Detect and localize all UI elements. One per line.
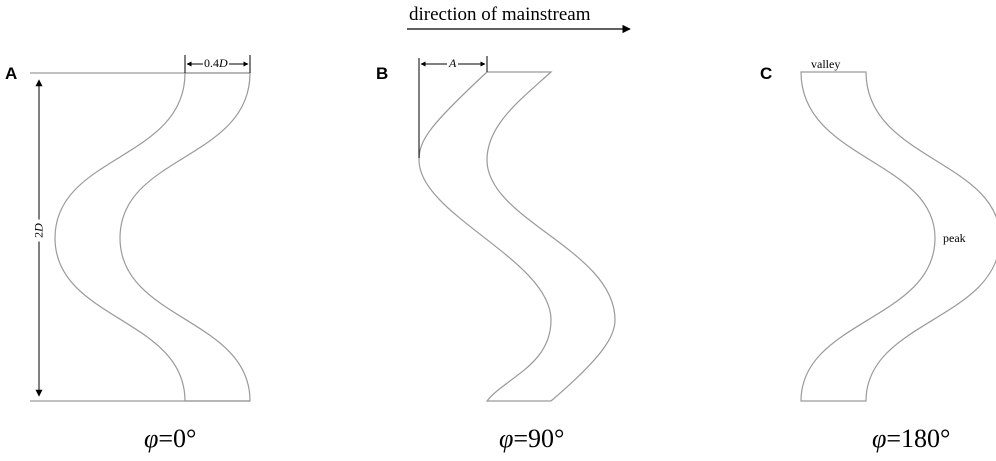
- panel-b-wavy-outline: [418, 71, 616, 402]
- panel-c-valley-label: valley: [811, 57, 841, 71]
- panel-a-letter: A: [5, 64, 18, 83]
- panel-b-caption: φ=90°: [499, 424, 565, 453]
- panel-c-wavy-outline: [800, 71, 996, 402]
- panel-c-caption: φ=180°: [872, 424, 951, 453]
- panel-a-drawing: [30, 55, 251, 402]
- panel-b-letter: B: [376, 64, 389, 83]
- panel-c-drawing: [800, 71, 996, 402]
- panel-b-amp-label: A: [447, 56, 459, 71]
- mainstream-label: direction of mainstream: [409, 4, 591, 25]
- panel-a-wavy-outline: [54, 72, 251, 402]
- panel-a-caption: φ=0°: [144, 424, 197, 453]
- panel-a-width-label: 0.4D: [203, 56, 229, 71]
- panel-c-letter: C: [760, 64, 773, 83]
- panel-b-drawing: [418, 56, 616, 402]
- panel-c-peak-label: peak: [943, 231, 966, 245]
- panel-a-height-label: 2D: [30, 219, 48, 242]
